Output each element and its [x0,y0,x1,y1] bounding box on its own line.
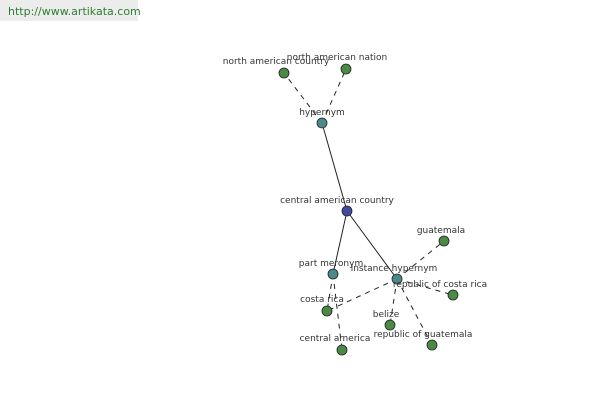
node-circle-central-american-country[interactable] [341,205,353,217]
node-label-north-american-country[interactable]: north american country [223,57,330,67]
node-circle-central-america[interactable] [336,344,348,356]
node-circle-north-american-nation[interactable] [340,63,352,75]
node-label-guatemala[interactable]: guatemala [417,226,465,236]
node-guatemala[interactable]: guatemala [417,226,465,247]
edge-central-american-country-to-instance-hypernym [346,210,398,280]
url-link[interactable]: http://www.artikata.com [8,5,141,18]
node-instance-hypernym[interactable]: instance hypernym [351,264,438,285]
node-central-american-country[interactable]: central american country [280,196,395,217]
node-label-instance-hypernym[interactable]: instance hypernym [351,264,438,274]
node-circle-guatemala[interactable] [438,235,450,247]
node-circle-republic-of-guatemala[interactable] [426,339,438,351]
node-label-central-america[interactable]: central america [300,334,371,344]
node-label-republic-of-guatemala[interactable]: republic of guatemala [374,330,473,340]
node-circle-north-american-country[interactable] [278,67,290,79]
node-label-north-american-nation[interactable]: north american nation [287,53,388,63]
node-circle-instance-hypernym[interactable] [391,273,403,285]
node-republic-of-costa-rica[interactable]: republic of costa rica [393,280,487,301]
node-north-american-nation[interactable]: north american nation [287,53,388,75]
node-central-america[interactable]: central america [300,334,371,356]
node-label-costa-rica[interactable]: costa rica [300,295,344,305]
edge-central-american-country-to-hypernym [321,122,348,212]
edge-part-meronym-to-costa-rica [326,273,334,312]
node-circle-republic-of-costa-rica[interactable] [447,289,459,301]
node-hypernym[interactable]: hypernym [299,108,345,129]
node-belize[interactable]: belize [373,310,400,331]
edge-instance-hypernym-to-guatemala [396,240,445,280]
edge-instance-hypernym-to-costa-rica [326,278,398,312]
edge-instance-hypernym-to-republic-of-guatemala [396,278,433,346]
edge-hypernym-to-north-american-country [283,72,323,124]
node-label-belize[interactable]: belize [373,310,400,320]
node-label-republic-of-costa-rica[interactable]: republic of costa rica [393,280,487,290]
node-label-central-american-country[interactable]: central american country [280,196,394,206]
node-circle-part-meronym[interactable] [327,268,339,280]
node-label-hypernym[interactable]: hypernym [299,108,345,118]
node-label-part-meronym[interactable]: part meronym [299,259,363,269]
node-costa-rica[interactable]: costa rica [300,295,344,317]
nodes-layer: central american country hypernym part mer… [223,53,487,356]
edges-layer [283,68,454,351]
node-republic-of-guatemala[interactable]: republic of guatemala [374,330,473,351]
edge-instance-hypernym-to-belize [389,278,398,326]
node-circle-belize[interactable] [384,319,396,331]
edge-part-meronym-to-central-america [332,273,343,351]
node-circle-costa-rica[interactable] [321,305,333,317]
node-north-american-country[interactable]: north american country [223,57,330,79]
edge-central-american-country-to-part-meronym [332,210,348,275]
node-part-meronym[interactable]: part meronym [299,259,363,280]
url-banner[interactable]: http://www.artikata.com [0,0,141,21]
node-circle-hypernym[interactable] [316,117,328,129]
